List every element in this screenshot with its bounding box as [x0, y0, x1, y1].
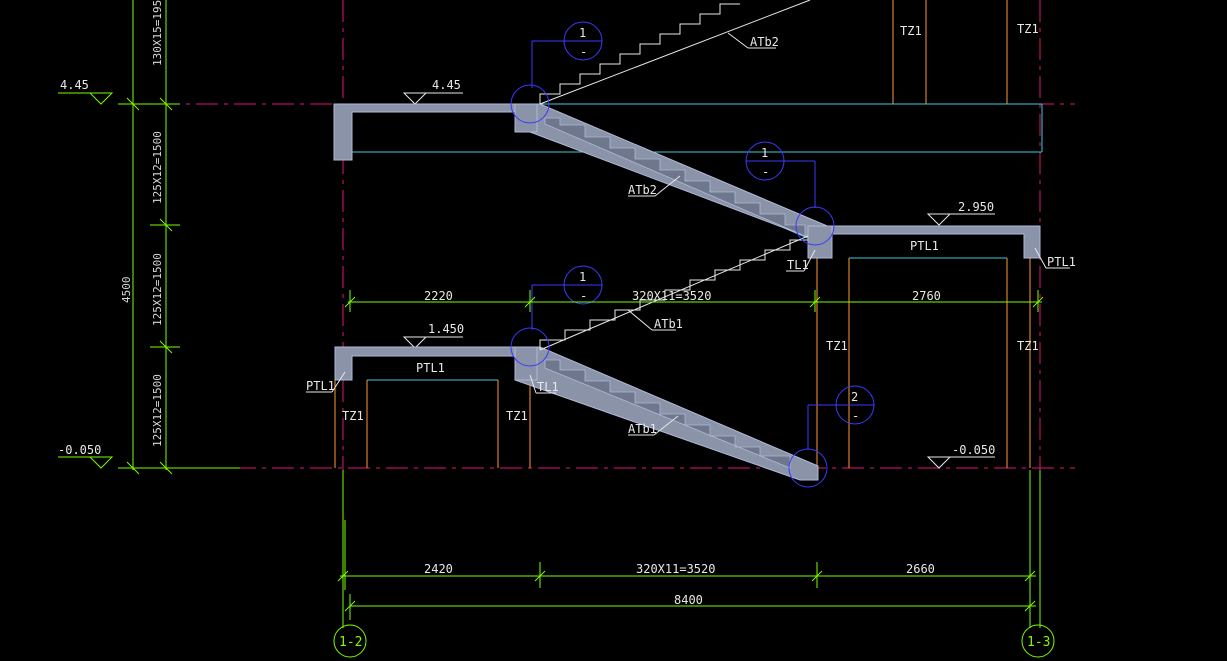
- stair-steps-lower: [544, 359, 791, 469]
- label-tz1-mid-1: TZ1: [826, 339, 848, 353]
- inner-dimension-line: [344, 290, 1044, 312]
- inner-dim-left: 2220: [424, 289, 453, 303]
- bubble-4-sub: -: [852, 409, 859, 423]
- inner-dim-middle: 320X11=3520: [632, 289, 711, 303]
- axis-left: 1-2: [339, 635, 362, 650]
- bubble-3-num: 1: [579, 270, 586, 284]
- label-atb2-mid: ATb2: [628, 183, 657, 197]
- dim-total: 4500: [120, 277, 133, 304]
- bubble-dividers: [564, 40, 874, 406]
- label-tz1-top-1: TZ1: [900, 24, 922, 38]
- bubble-1-num: 1: [579, 26, 586, 40]
- bottom-dim-total: 8400: [674, 593, 703, 607]
- dim-seg-3: 125X12=1500: [151, 374, 164, 447]
- beam-tl1-top: [514, 103, 538, 133]
- level-ground-left: -0.050: [58, 443, 101, 457]
- level-marker-ground-left: [58, 456, 114, 469]
- bottom-dim-left: 2420: [424, 562, 453, 576]
- label-atb1-lower: ATb1: [628, 422, 657, 436]
- level-low-landing: 1.450: [428, 322, 464, 336]
- level-marker-mid: [926, 213, 995, 226]
- label-tz1-low-2: TZ1: [506, 409, 528, 423]
- label-ptl1-right: PTL1: [910, 239, 939, 253]
- bottom-dim-right: 2660: [906, 562, 935, 576]
- label-tz1-mid-2: TZ1: [1017, 339, 1039, 353]
- label-ptl1-right-edge: PTL1: [1047, 255, 1076, 269]
- dim-seg-1: 125X12=1500: [151, 131, 164, 204]
- label-ptl1-left: PTL1: [416, 361, 445, 375]
- level-marker-top-left: [58, 92, 114, 105]
- level-marker-low: [402, 336, 463, 349]
- beam-tl1-low: [514, 346, 538, 381]
- bottom-dim-middle: 320X11=3520: [636, 562, 715, 576]
- level-mid-landing: 2.950: [958, 200, 994, 214]
- stair-steps-upper: [544, 117, 806, 237]
- label-atb2-top: ATb2: [750, 35, 779, 49]
- inner-dim-right: 2760: [912, 289, 941, 303]
- level-ground-right: -0.050: [952, 443, 995, 457]
- bubble-2-sub: -: [762, 165, 769, 179]
- level-top-marker: 4.45: [432, 78, 461, 92]
- label-tl1-low: TL1: [537, 380, 559, 394]
- level-marker-top: [402, 92, 463, 105]
- member-leaders: [306, 32, 1070, 436]
- stair-outlines-beyond: [539, 0, 811, 351]
- label-tz1-top-2: TZ1: [1017, 22, 1039, 36]
- level-marker-ground-right: [926, 456, 995, 469]
- bubble-2-num: 1: [761, 146, 768, 160]
- bubble-4-num: 2: [851, 390, 858, 404]
- label-atb1-upper: ATb1: [654, 317, 683, 331]
- axis-bubbles: [333, 624, 1055, 658]
- vertical-dimension-chain: [118, 0, 240, 475]
- label-ptl1-left-edge: PTL1: [306, 379, 335, 393]
- label-tl1-mid: TL1: [787, 258, 809, 272]
- columns: [334, 0, 1031, 468]
- label-tz1-low-1: TZ1: [342, 409, 364, 423]
- bottom-dimension-chain: [337, 470, 1041, 628]
- beam-tl1-mid: [807, 225, 833, 259]
- level-top-left: 4.45: [60, 78, 89, 92]
- bubble-3-sub: -: [580, 289, 587, 303]
- bubble-1-sub: -: [580, 45, 587, 59]
- axis-right: 1-3: [1027, 635, 1050, 650]
- dim-seg-top: 130X15=1950: [151, 0, 164, 66]
- dim-seg-2: 125X12=1500: [151, 253, 164, 326]
- cyan-outlines: [352, 103, 1043, 467]
